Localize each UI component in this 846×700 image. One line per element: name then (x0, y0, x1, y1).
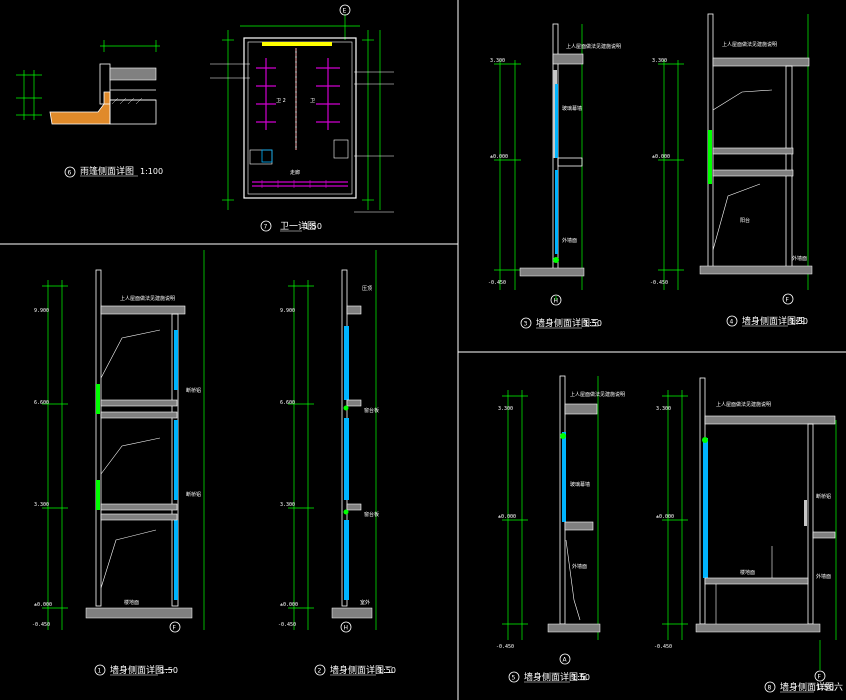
detail-7-scale: 1:50 (304, 222, 322, 231)
detail-8-side-note-1: 断桥铝 (816, 493, 831, 500)
detail-4-balcony-note: 阳台 (740, 217, 750, 224)
detail-3-level-top: 3.300 (490, 58, 505, 64)
detail-2-wall-section: 9.900 6.600 3.300 ±0.000 -0.450 压顶 窗台板 窗… (278, 250, 396, 676)
detail-1-number: 1 (98, 668, 102, 675)
detail-5-level-mid: ±0.000 (498, 514, 516, 520)
detail-5-roof-note: 上人屋面做法见建施说明 (570, 391, 625, 398)
detail-5-title: 墙身侧面详图五 (524, 671, 587, 683)
detail-4-wall-section: 3.300 ±0.000 -0.450 上人屋面做法见建施说明 阳台 外墙面 F… (650, 13, 813, 327)
detail-3-level-mid: ±0.000 (490, 154, 508, 160)
detail-1-level-0: ±0.000 (34, 602, 52, 608)
detail-1-level-2: 6.600 (34, 400, 49, 406)
detail-7-toilet-plan: E 卫 2 卫 走 (210, 4, 394, 232)
detail-5-wall-note: 外墙面 (572, 563, 587, 570)
detail-5-scale: 1:50 (572, 673, 590, 682)
detail-2-level-0: ±0.000 (280, 602, 298, 608)
detail-1-level-1: 3.300 (34, 502, 49, 508)
detail-6-number: 6 (68, 170, 72, 177)
detail-3-title: 墙身侧面详图三 (536, 317, 599, 329)
detail-2-ground-note: 室外 (360, 599, 370, 606)
detail-6-canopy: 6 雨篷侧面详图 1:100 (16, 40, 163, 178)
detail-4-number: 4 (730, 319, 734, 326)
detail-4-roof-note: 上人屋面做法见建施说明 (722, 41, 777, 48)
detail-7-axis: E (343, 8, 347, 15)
detail-7-room-a: 卫 2 (276, 98, 286, 104)
detail-3-axis: H (554, 298, 559, 305)
detail-8-title: 墙身侧面详图六 (780, 681, 843, 693)
detail-8-number: 8 (768, 685, 772, 692)
detail-5-glass-note: 玻璃幕墙 (570, 481, 590, 488)
detail-7-title: 卫一详图 (280, 220, 316, 232)
detail-6-title: 雨篷侧面详图 (80, 165, 134, 177)
detail-1-title: 墙身侧面详图一 (110, 664, 173, 676)
detail-4-level-mid: ±0.000 (652, 154, 670, 160)
detail-2-sill-note-1: 窗台板 (364, 407, 379, 414)
detail-2-sill-note-2: 窗台板 (364, 511, 379, 518)
detail-1-axis: F (173, 625, 177, 632)
detail-2-cap-note: 压顶 (362, 286, 372, 292)
detail-1-side-note-1: 断桥铝 (186, 387, 201, 394)
detail-4-axis: F (786, 297, 790, 304)
detail-8-wall-section: 3.300 ±0.000 -0.450 上人屋面做法见建施说明 断桥铝 外墙面 … (654, 377, 843, 693)
detail-1-roof-note: 上人屋面做法见建施说明 (120, 295, 175, 302)
detail-7-corridor: 走廊 (290, 169, 300, 176)
detail-3-roof-note: 上人屋面做法见建施说明 (566, 43, 621, 50)
detail-4-scale: 1:50 (790, 317, 808, 326)
detail-8-scale: 1:50 (816, 683, 834, 692)
detail-8-level-top: 3.300 (656, 406, 671, 412)
detail-7-number: 7 (264, 224, 268, 231)
detail-1-scale: 1:50 (160, 666, 178, 675)
detail-8-axis: F (818, 674, 822, 681)
detail-4-wall-note: 外墙面 (792, 255, 807, 262)
detail-1-wall-section: 9.900 6.600 3.300 ±0.000 -0.450 上人屋面做法见建… (32, 250, 205, 676)
detail-2-level-ground: -0.450 (278, 622, 296, 628)
detail-2-title: 墙身侧面详图二 (330, 664, 393, 676)
detail-6-scale: 1:100 (140, 167, 163, 176)
detail-1-level-3: 9.900 (34, 308, 49, 314)
detail-5-axis: A (563, 657, 568, 664)
detail-4-title: 墙身侧面详图四 (742, 315, 805, 327)
detail-3-scale: 1:50 (584, 319, 602, 328)
detail-2-level-3: 9.900 (280, 308, 295, 314)
detail-2-axis: H (344, 625, 349, 632)
detail-3-wall-note: 外墙面 (562, 237, 577, 244)
detail-1-level-ground: -0.450 (32, 622, 50, 628)
detail-8-level-mid: ±0.000 (656, 514, 674, 520)
detail-8-level-ground: -0.450 (654, 644, 672, 650)
detail-3-wall-section: 3.300 ±0.000 -0.450 上人屋面做法见建施说明 玻璃幕墙 外墙面… (488, 23, 621, 329)
detail-8-floor-note: 楼地面 (740, 569, 755, 576)
detail-8-roof-note: 上人屋面做法见建施说明 (716, 401, 771, 408)
detail-2-level-1: 3.300 (280, 502, 295, 508)
detail-3-glass-note: 玻璃幕墙 (562, 105, 582, 112)
detail-4-level-top: 3.300 (652, 58, 667, 64)
detail-3-level-ground: -0.450 (488, 280, 506, 286)
detail-8-side-note-2: 外墙面 (816, 573, 831, 580)
detail-5-level-ground: -0.450 (496, 644, 514, 650)
detail-7-room-b: 卫 (310, 98, 315, 104)
detail-5-level-top: 3.300 (498, 406, 513, 412)
detail-2-number: 2 (318, 668, 322, 675)
detail-5-number: 5 (512, 675, 516, 682)
detail-3-number: 3 (524, 321, 528, 328)
detail-2-scale: 1:50 (378, 666, 396, 675)
detail-2-level-2: 6.600 (280, 400, 295, 406)
detail-1-side-note-2: 断桥铝 (186, 491, 201, 498)
detail-5-wall-section: 3.300 ±0.000 -0.450 上人屋面做法见建施说明 玻璃幕墙 外墙面… (496, 375, 625, 683)
detail-4-level-ground: -0.450 (650, 280, 668, 286)
detail-1-floor-note: 楼地面 (124, 599, 139, 606)
